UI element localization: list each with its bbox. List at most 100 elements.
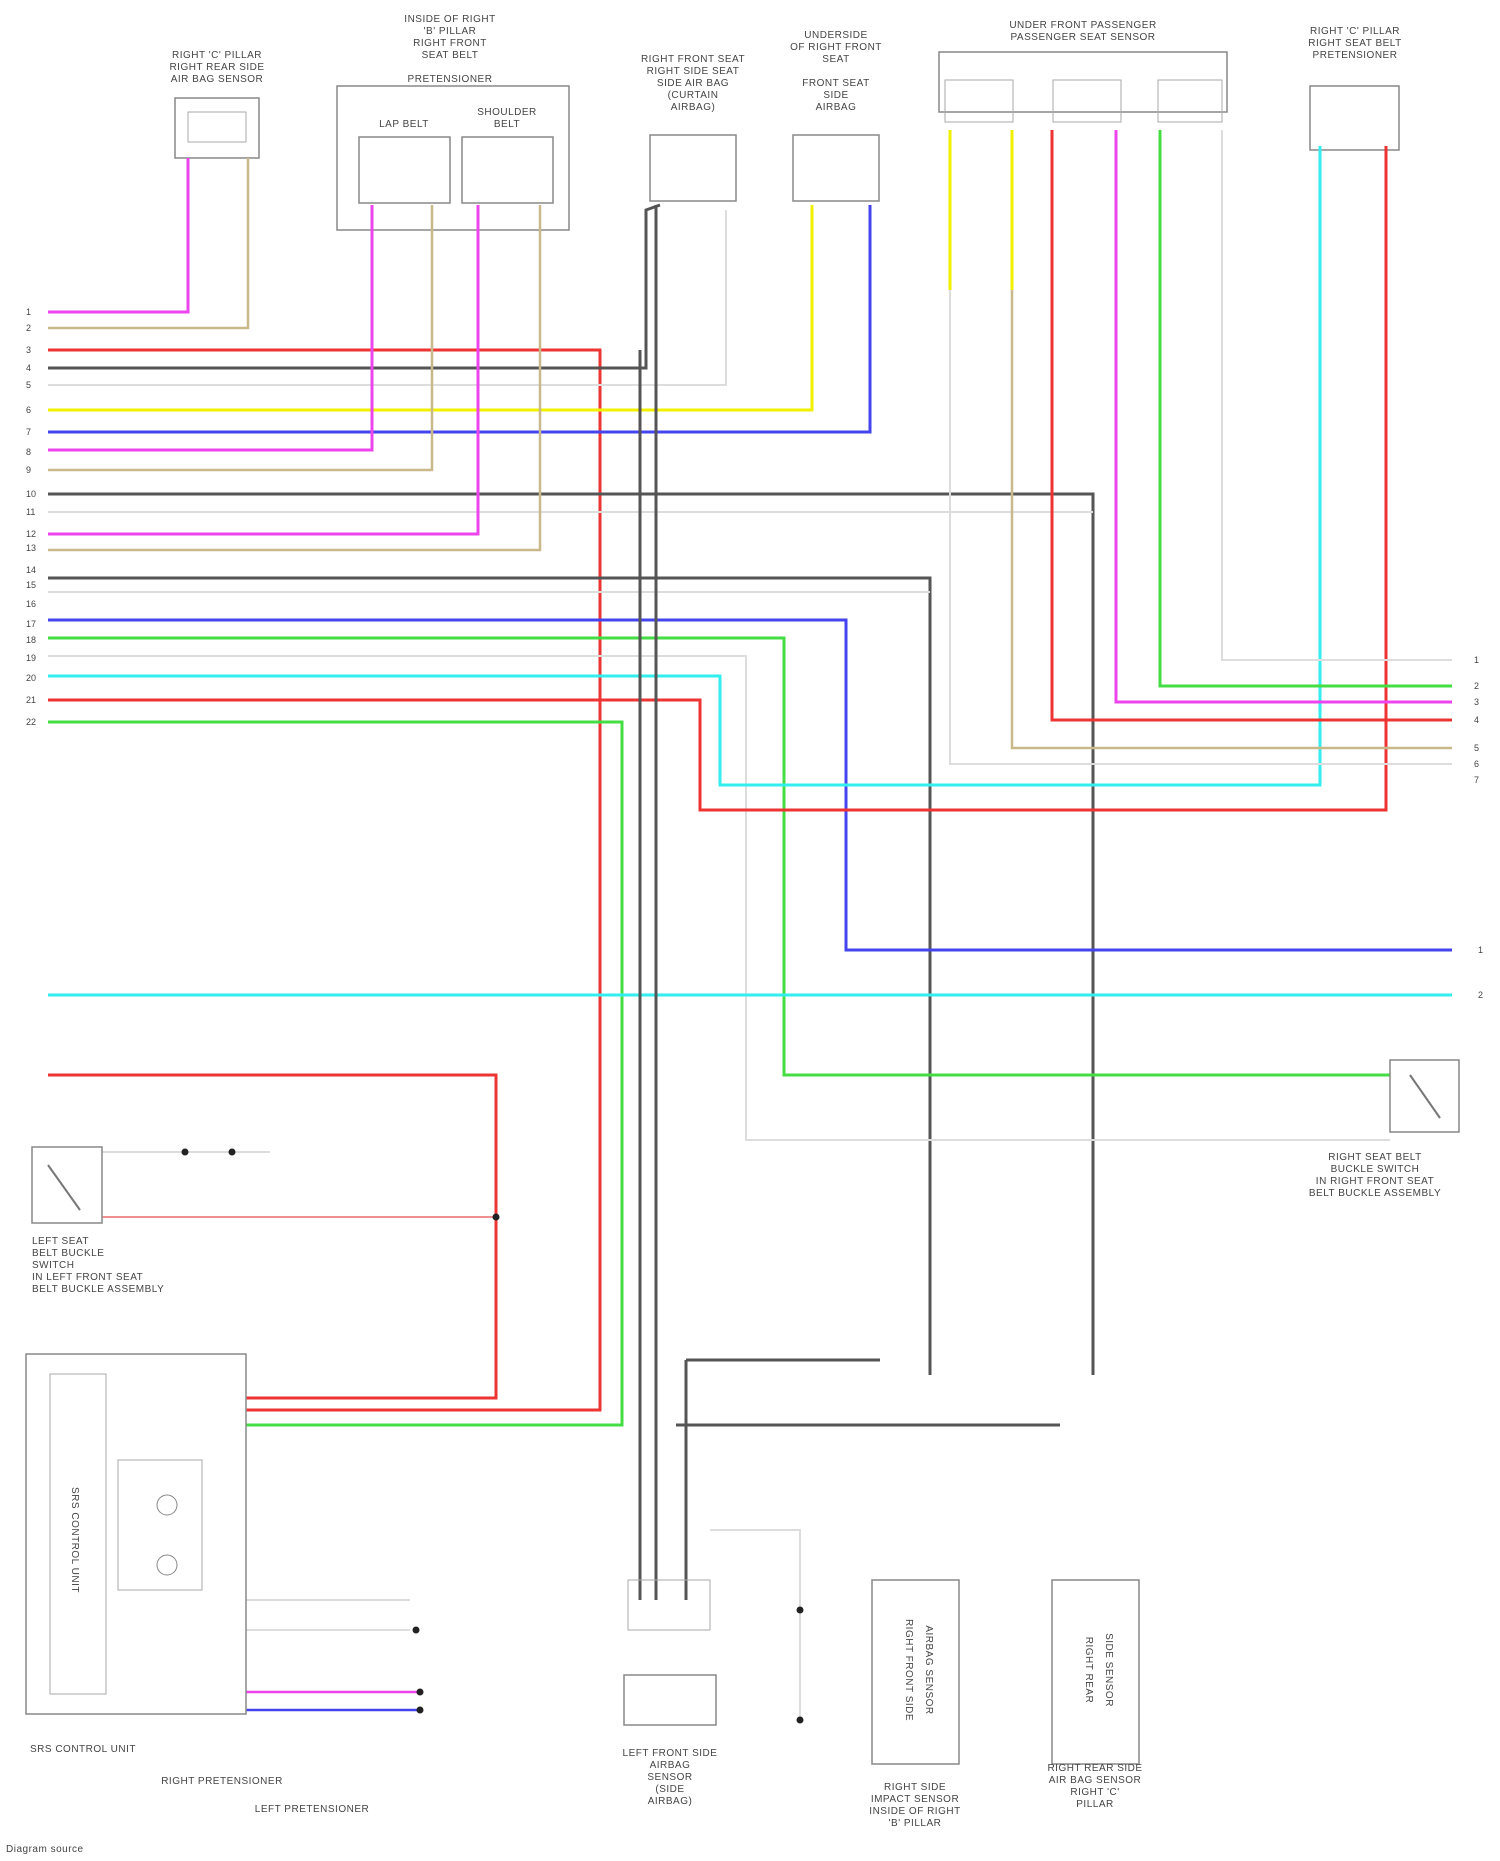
wire-yellow-6 — [48, 205, 812, 410]
svg-text:INSIDE OF RIGHT: INSIDE OF RIGHT — [404, 14, 495, 25]
wire-tan-9 — [48, 205, 432, 470]
left-pin-number: 10 — [26, 489, 36, 499]
component-label: RIGHT 'C' PILLAR — [172, 50, 262, 61]
svg-text:AIRBAG: AIRBAG — [816, 102, 857, 113]
svg-text:RIGHT FRONT SIDE: RIGHT FRONT SIDE — [903, 1619, 914, 1721]
svg-text:SIDE: SIDE — [823, 90, 848, 101]
splice-dot-d — [417, 1689, 424, 1696]
right-pin-number: 3 — [1474, 697, 1479, 707]
svg-text:'B' PILLAR: 'B' PILLAR — [424, 26, 477, 37]
wire-tan-1 — [48, 158, 248, 328]
left-pin-number: 13 — [26, 543, 36, 553]
left-pin-column: 12345678910111213141516171819202122 — [26, 307, 36, 727]
svg-text:(CURTAIN: (CURTAIN — [668, 90, 719, 101]
right-pin-number: 7 — [1474, 775, 1479, 785]
svg-text:LEFT FRONT SIDE: LEFT FRONT SIDE — [623, 1748, 718, 1759]
svg-text:FRONT SEAT: FRONT SEAT — [802, 78, 869, 89]
svg-text:PRETENSIONER: PRETENSIONER — [408, 74, 493, 85]
left-pin-number: 19 — [26, 653, 36, 663]
right-pin-number: 4 — [1474, 715, 1479, 725]
left-pin-number: 21 — [26, 695, 36, 705]
splice-dot-b — [229, 1149, 236, 1156]
svg-text:IN LEFT FRONT SEAT: IN LEFT FRONT SEAT — [32, 1272, 143, 1283]
svg-text:PRETENSIONER: PRETENSIONER — [1313, 50, 1398, 61]
svg-text:BELT BUCKLE ASSEMBLY: BELT BUCKLE ASSEMBLY — [1309, 1188, 1441, 1199]
svg-text:SEAT BELT: SEAT BELT — [422, 50, 479, 61]
svg-text:PILLAR: PILLAR — [1076, 1799, 1113, 1810]
splice-dot-a — [182, 1149, 189, 1156]
svg-text:RIGHT REAR SIDE: RIGHT REAR SIDE — [1047, 1763, 1142, 1774]
component-front-passenger-airbag: UNDERSIDE OF RIGHT FRONT SEAT FRONT SEAT… — [790, 30, 882, 201]
svg-text:IMPACT SENSOR: IMPACT SENSOR — [871, 1794, 959, 1805]
left-pin-number: 20 — [26, 673, 36, 683]
left-pin-number: 6 — [26, 405, 31, 415]
svg-text:RIGHT SIDE SEAT: RIGHT SIDE SEAT — [647, 66, 740, 77]
left-pin-number: 2 — [26, 323, 31, 333]
svg-text:RIGHT FRONT: RIGHT FRONT — [413, 38, 487, 49]
wire-red-od — [1052, 205, 1452, 720]
left-pin-number: 14 — [26, 565, 36, 575]
svg-text:'B' PILLAR: 'B' PILLAR — [889, 1818, 942, 1829]
splice-dot-f — [797, 1607, 804, 1614]
left-pin-number: 22 — [26, 717, 36, 727]
svg-text:INSIDE OF RIGHT: INSIDE OF RIGHT — [869, 1806, 960, 1817]
component-srs-control-unit: SRS CONTROL UNIT SRS CONTROL UNIT RIGHT … — [26, 1354, 369, 1815]
splice-dot-g — [797, 1717, 804, 1724]
svg-text:BUCKLE SWITCH: BUCKLE SWITCH — [1331, 1164, 1420, 1175]
right-pin-number: 1 — [1474, 655, 1479, 665]
left-pin-number: 15 — [26, 580, 36, 590]
svg-text:BELT BUCKLE: BELT BUCKLE — [32, 1248, 104, 1259]
wire-red-lower — [48, 1075, 496, 1398]
left-pin-number: 9 — [26, 465, 31, 475]
svg-text:RIGHT 'C': RIGHT 'C' — [1070, 1787, 1119, 1798]
wire-cyan-19 — [48, 146, 1320, 785]
wire-tan-13 — [48, 205, 540, 550]
svg-text:SHOULDER: SHOULDER — [477, 107, 537, 118]
wire-gray-14 — [48, 578, 930, 1375]
left-pin-number: 7 — [26, 427, 31, 437]
wire-group — [48, 130, 1452, 1724]
svg-text:AIRBAG SENSOR: AIRBAG SENSOR — [923, 1625, 934, 1714]
splice-dot-buckle — [493, 1214, 500, 1221]
component-left-seat-belt-buckle-switch: LEFT SEAT BELT BUCKLE SWITCH IN LEFT FRO… — [32, 1147, 164, 1295]
svg-text:AIR BAG SENSOR: AIR BAG SENSOR — [171, 74, 264, 85]
left-pin-number: 1 — [26, 307, 31, 317]
wire-gray-10 — [48, 494, 1093, 1375]
svg-text:UNDER FRONT PASSENGER: UNDER FRONT PASSENGER — [1009, 20, 1156, 31]
wire-pink-od — [1116, 205, 1452, 702]
svg-text:AIRBAG: AIRBAG — [650, 1760, 691, 1771]
svg-text:RIGHT SEAT BELT: RIGHT SEAT BELT — [1328, 1152, 1421, 1163]
svg-text:RIGHT 'C' PILLAR: RIGHT 'C' PILLAR — [1310, 26, 1400, 37]
wire-white-5 — [48, 210, 726, 385]
footer-note: Diagram source — [6, 1844, 84, 1855]
left-pin-number: 18 — [26, 635, 36, 645]
svg-text:AIRBAG): AIRBAG) — [648, 1796, 693, 1807]
component-airbag-sensor-right-front: RIGHT FRONT SIDE AIRBAG SENSOR RIGHT SID… — [869, 1580, 960, 1829]
component-seat-belt-pretensioner-right: INSIDE OF RIGHT 'B' PILLAR RIGHT FRONT S… — [337, 14, 569, 230]
left-pin-number: 16 — [26, 599, 36, 609]
bottom-label-left: LEFT PRETENSIONER — [255, 1804, 369, 1815]
svg-text:IN RIGHT FRONT SEAT: IN RIGHT FRONT SEAT — [1316, 1176, 1434, 1187]
wire-blue-7 — [48, 205, 870, 432]
svg-text:LAP BELT: LAP BELT — [379, 119, 429, 130]
component-right-seat-belt-pretensioner: RIGHT 'C' PILLAR RIGHT SEAT BELT PRETENS… — [1308, 26, 1401, 150]
splice-dot-e — [417, 1707, 424, 1714]
svg-text:SEAT: SEAT — [822, 54, 849, 65]
wire-pink-1 — [48, 158, 188, 312]
svg-text:RIGHT REAR: RIGHT REAR — [1083, 1637, 1094, 1704]
component-right-seat-belt-buckle-switch: RIGHT SEAT BELT BUCKLE SWITCH IN RIGHT F… — [1309, 1060, 1459, 1199]
svg-text:RIGHT SIDE: RIGHT SIDE — [884, 1782, 946, 1793]
far-right-pin-number: 2 — [1478, 990, 1483, 1000]
svg-text:SRS CONTROL UNIT: SRS CONTROL UNIT — [69, 1487, 80, 1593]
svg-text:OF RIGHT FRONT: OF RIGHT FRONT — [790, 42, 882, 53]
far-right-pin-number: 1 — [1478, 945, 1483, 955]
bottom-label-right: RIGHT PRETENSIONER — [161, 1776, 283, 1787]
left-pin-number: 17 — [26, 619, 36, 629]
svg-text:AIR BAG SENSOR: AIR BAG SENSOR — [1049, 1775, 1142, 1786]
svg-text:UNDERSIDE: UNDERSIDE — [804, 30, 867, 41]
svg-text:BELT BUCKLE ASSEMBLY: BELT BUCKLE ASSEMBLY — [32, 1284, 164, 1295]
svg-text:LEFT SEAT: LEFT SEAT — [32, 1236, 89, 1247]
component-occupant-detection-module: UNDER FRONT PASSENGER PASSENGER SEAT SEN… — [939, 20, 1227, 122]
